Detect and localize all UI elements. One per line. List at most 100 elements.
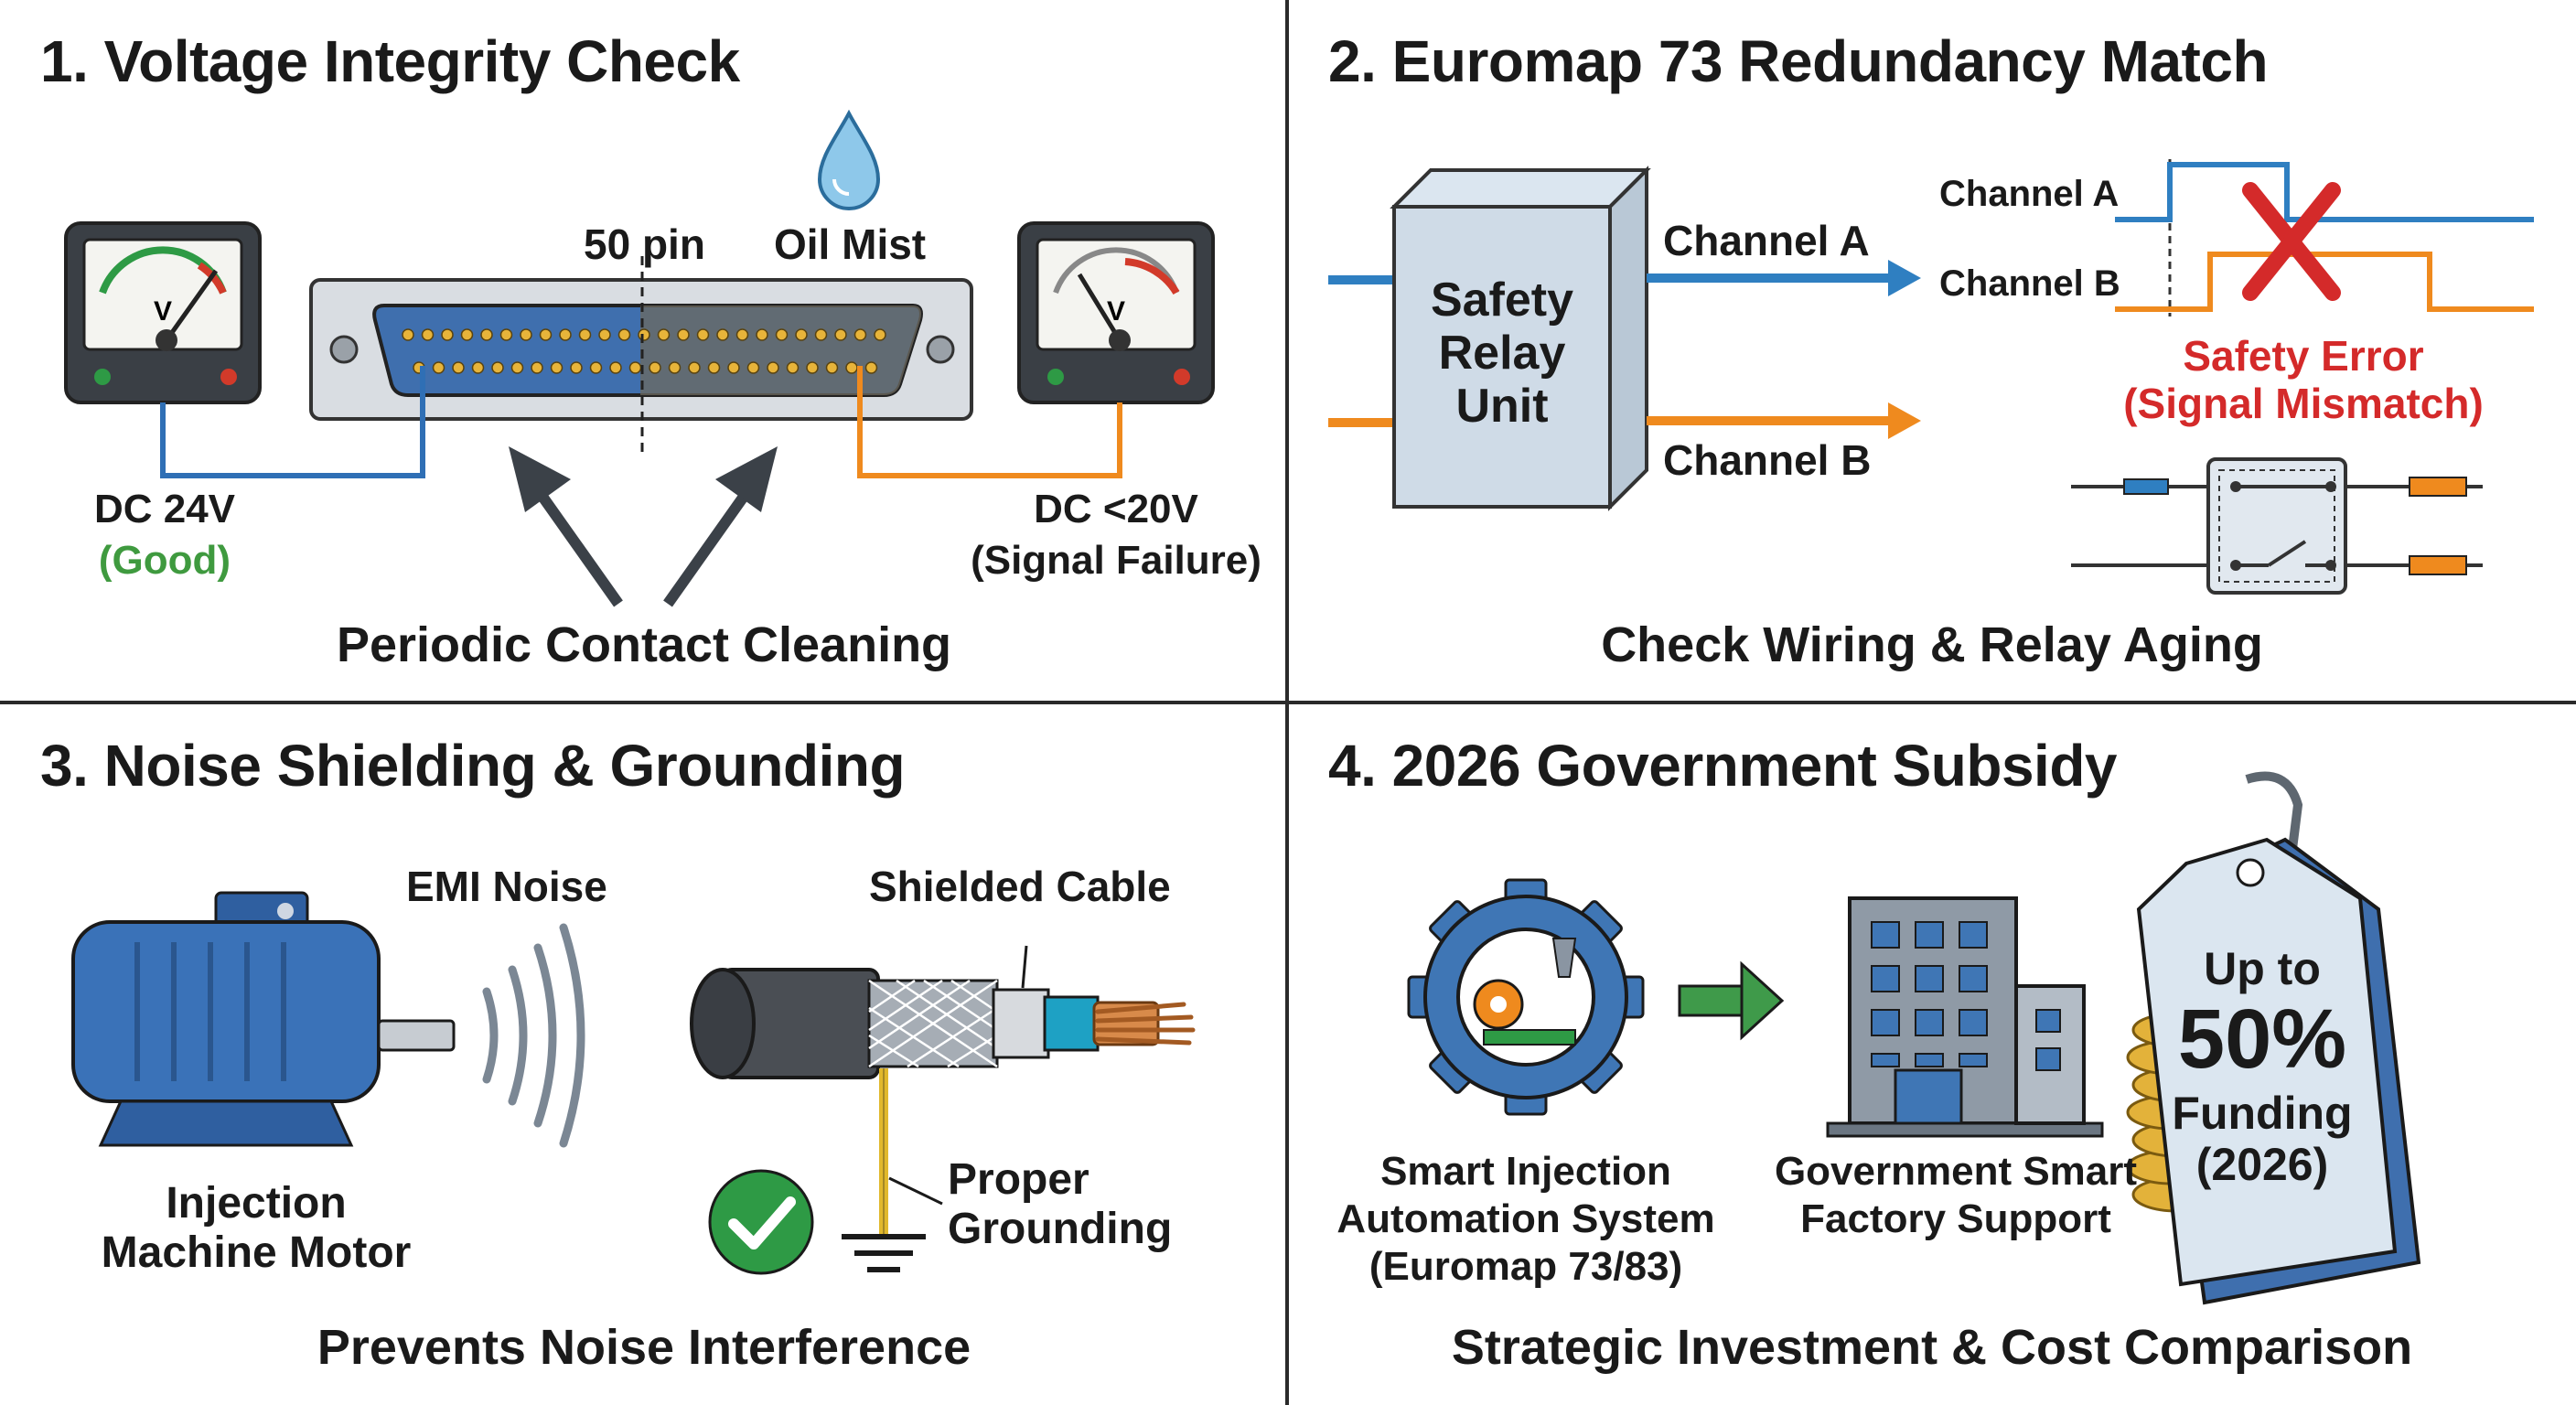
connector-pin <box>628 361 642 374</box>
connector-pin <box>570 361 583 374</box>
tag-line-funding: Funding <box>2172 1088 2353 1139</box>
connector-pin <box>795 328 808 341</box>
voltmeter-icon: V <box>64 221 262 404</box>
noise-waves-icon <box>482 923 585 1148</box>
connector-pin <box>668 361 682 374</box>
redundancy-diagram <box>1328 159 2534 595</box>
connector-pin <box>578 328 592 341</box>
connector-pin <box>716 328 729 341</box>
connector-pin <box>402 328 414 341</box>
motor-icon <box>71 891 456 1147</box>
connector-pin <box>452 361 465 374</box>
failing-voltage-status: (Signal Failure) <box>971 538 1261 583</box>
connector-pin <box>845 361 858 374</box>
voltmeter-icon: V <box>1017 221 1215 404</box>
relay-label-line2: Relay <box>1438 327 1566 380</box>
panel-caption: Periodic Contact Cleaning <box>336 617 952 672</box>
voltage-diagram: V V <box>64 109 1215 607</box>
relay-label-line1: Safety <box>1430 273 1574 327</box>
system-label-line2: Automation System <box>1336 1196 1715 1241</box>
connector-pin <box>814 328 828 341</box>
connector-pin <box>834 328 847 341</box>
connector-pin <box>707 361 721 374</box>
relay-label-line3: Unit <box>1455 380 1549 433</box>
connector-pin <box>806 361 819 374</box>
connector-pin <box>491 361 504 374</box>
grounding-label-line1: Proper <box>948 1155 1089 1204</box>
horizontal-divider <box>0 701 2576 704</box>
channel-a-signal <box>2115 162 2534 222</box>
channel-a-arrow <box>1647 260 1921 296</box>
connector-pin <box>471 361 485 374</box>
support-label-line2: Factory Support <box>1800 1196 2111 1241</box>
meter-unit: V <box>1107 296 1125 327</box>
output-channel-a-label: Channel A <box>1663 217 1870 264</box>
grounding-label-line2: Grounding <box>948 1205 1173 1253</box>
connector-pin <box>677 328 690 341</box>
system-label-line3: (Euromap 73/83) <box>1368 1244 1683 1289</box>
signal-channel-b-label: Channel B <box>1939 263 2120 304</box>
connector-pin <box>735 328 749 341</box>
good-voltage-value: DC 24V <box>93 487 236 531</box>
building-window <box>1959 1009 1988 1036</box>
support-label-line1: Government Smart <box>1774 1149 2138 1194</box>
connector-pin <box>775 328 789 341</box>
good-voltage-status: (Good) <box>98 538 231 583</box>
connector-pin <box>688 361 701 374</box>
connector-pin <box>598 328 611 341</box>
connector-pin <box>638 328 650 341</box>
building-window <box>1915 965 1944 992</box>
building-window <box>1915 1009 1944 1036</box>
emi-noise-label: EMI Noise <box>406 863 607 910</box>
pin-count-label: 50 pin <box>584 220 705 268</box>
oil-drop-icon <box>817 109 881 210</box>
connector-pin <box>609 361 622 374</box>
arrow-icon <box>509 446 778 607</box>
connector-pin <box>550 361 564 374</box>
error-cross-icon <box>2242 182 2341 301</box>
motor-label-line1: Injection <box>166 1179 347 1228</box>
arrow-icon <box>1678 960 1785 1041</box>
building-icon <box>1826 896 2104 1138</box>
connector-pin <box>756 328 768 341</box>
connector-pin <box>480 328 493 341</box>
connector-icon <box>309 256 973 457</box>
panel-title: 3. Noise Shielding & Grounding <box>40 733 906 799</box>
connector-pin <box>746 361 760 374</box>
connector-pin <box>657 328 671 341</box>
failing-voltage-value: DC <20V <box>1034 487 1198 531</box>
meter-unit: V <box>154 296 172 327</box>
connector-pin <box>460 328 474 341</box>
safety-error-label: Safety Error <box>2183 332 2424 380</box>
system-label-line1: Smart Injection <box>1380 1149 1671 1194</box>
relay-contact-icon <box>2071 457 2483 595</box>
building-window <box>1959 1053 1988 1067</box>
shielding-diagram <box>71 891 1196 1275</box>
connector-pin <box>559 328 572 341</box>
connector-pin <box>767 361 779 374</box>
relay-box-icon <box>1390 166 1651 511</box>
building-window <box>1871 1009 1900 1036</box>
subsidy-panel: 4. 2026 Government Subsidy <box>1288 702 2576 1405</box>
panel-caption: Prevents Noise Interference <box>317 1320 971 1375</box>
building-window <box>1871 965 1900 992</box>
motor-label-line2: Machine Motor <box>101 1228 412 1277</box>
tag-line-year: (2026) <box>2195 1139 2329 1190</box>
connector-pin <box>874 328 886 341</box>
ground-icon <box>842 1068 943 1272</box>
check-icon <box>708 1169 814 1275</box>
shielded-cable-label: Shielded Cable <box>869 863 1171 910</box>
cable-icon <box>690 945 1196 1079</box>
connector-pin <box>696 328 710 341</box>
connector-pin <box>441 328 454 341</box>
output-channel-b-label: Channel B <box>1663 436 1872 484</box>
panel-title: 2. Euromap 73 Redundancy Match <box>1328 28 2269 94</box>
redundancy-panel: 2. Euromap 73 Redundancy Match <box>1288 0 2576 702</box>
tag-line-up-to: Up to <box>2204 943 2321 994</box>
connector-pin <box>649 361 661 374</box>
connector-pin <box>531 361 543 374</box>
connector-pin <box>786 361 800 374</box>
connector-pin <box>825 361 839 374</box>
voltage-integrity-panel: 1. Voltage Integrity Check V V <box>0 0 1288 702</box>
panel-title: 4. 2026 Government Subsidy <box>1328 733 2118 799</box>
